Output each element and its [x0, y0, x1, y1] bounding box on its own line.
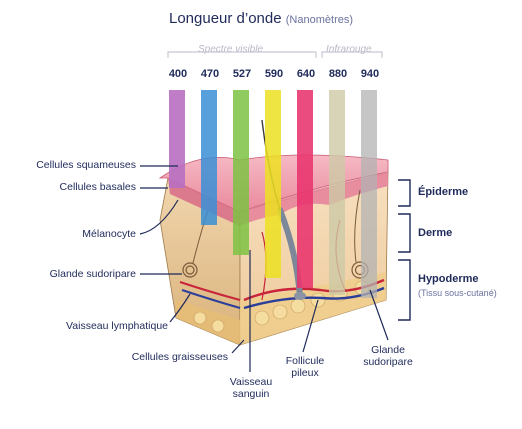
- label-sweat-gland-right: Glande sudoripare: [352, 344, 424, 368]
- visible-bracket: [167, 51, 317, 58]
- infrared-bracket: [321, 51, 383, 58]
- wavelength-label-880: 880: [328, 68, 348, 80]
- leader-gland-right: [369, 289, 389, 341]
- label-hair-follicle-line1: Follicule: [285, 355, 325, 367]
- wavelength-label-940: 940: [360, 68, 380, 80]
- light-beam-527: [233, 90, 249, 255]
- wavelength-label-640: 640: [296, 68, 316, 80]
- leader-fat: [231, 339, 245, 354]
- title-unit: (Nanomètres): [285, 14, 354, 26]
- label-blood-vessel-line1: Vaisseau: [229, 376, 273, 388]
- label-squamous-cells: Cellules squameuses: [36, 159, 136, 171]
- label-melanocyte: Mélanocyte: [82, 228, 136, 240]
- light-beam-470: [201, 90, 217, 225]
- label-sweat-gland: Glande sudoripare: [49, 268, 136, 280]
- label-fat-cells: Cellules graisseuses: [131, 351, 228, 363]
- light-beam-880: [329, 90, 345, 295]
- label-sweat-gland-right-line1: Glande: [371, 344, 405, 356]
- bracket-hypodermis: [398, 259, 411, 321]
- leader-melanocyte: [139, 199, 179, 235]
- bracket-dermis: [398, 213, 411, 253]
- light-beam-400: [169, 90, 185, 188]
- layer-epidermis: Épiderme: [418, 186, 469, 198]
- label-sweat-gland-right-line2: sudoripare: [363, 356, 413, 368]
- light-beam-590: [265, 90, 281, 278]
- wavelength-label-470: 470: [200, 68, 220, 80]
- visible-spectrum-label: Spectre visible: [198, 44, 264, 55]
- layer-hypodermis: Hypoderme: [418, 273, 479, 285]
- infrared-label: Infrarouge: [326, 44, 372, 55]
- light-beam-940: [361, 90, 377, 298]
- title-text: Longueur d’onde: [168, 10, 282, 27]
- label-blood-vessel-line2: sanguin: [232, 388, 270, 400]
- diagram-title: Longueur d’onde (Nanomètres): [0, 10, 522, 27]
- label-lymph-vessel: Vaisseau lymphatique: [66, 320, 168, 332]
- light-beam-640: [297, 90, 313, 288]
- label-blood-vessel: Vaisseau sanguin: [222, 376, 280, 400]
- wavelength-label-400: 400: [168, 68, 188, 80]
- label-basal-cells: Cellules basales: [59, 181, 136, 193]
- fat-front: [176, 300, 240, 345]
- bracket-epidermis: [398, 179, 411, 207]
- blood-vessel-front: [179, 281, 241, 301]
- label-hair-follicle-line2: pileux: [291, 367, 319, 379]
- layer-hypodermis-sub: (Tissu sous-cutané): [418, 288, 497, 298]
- wavelength-label-590: 590: [264, 68, 284, 80]
- wavelength-label-527: 527: [232, 68, 252, 80]
- leader-follicle: [302, 299, 319, 353]
- leader-lymph: [169, 293, 191, 323]
- lymph-vessel-front: [181, 289, 241, 309]
- label-hair-follicle: Follicule pileux: [276, 355, 334, 379]
- layer-dermis: Derme: [418, 227, 453, 239]
